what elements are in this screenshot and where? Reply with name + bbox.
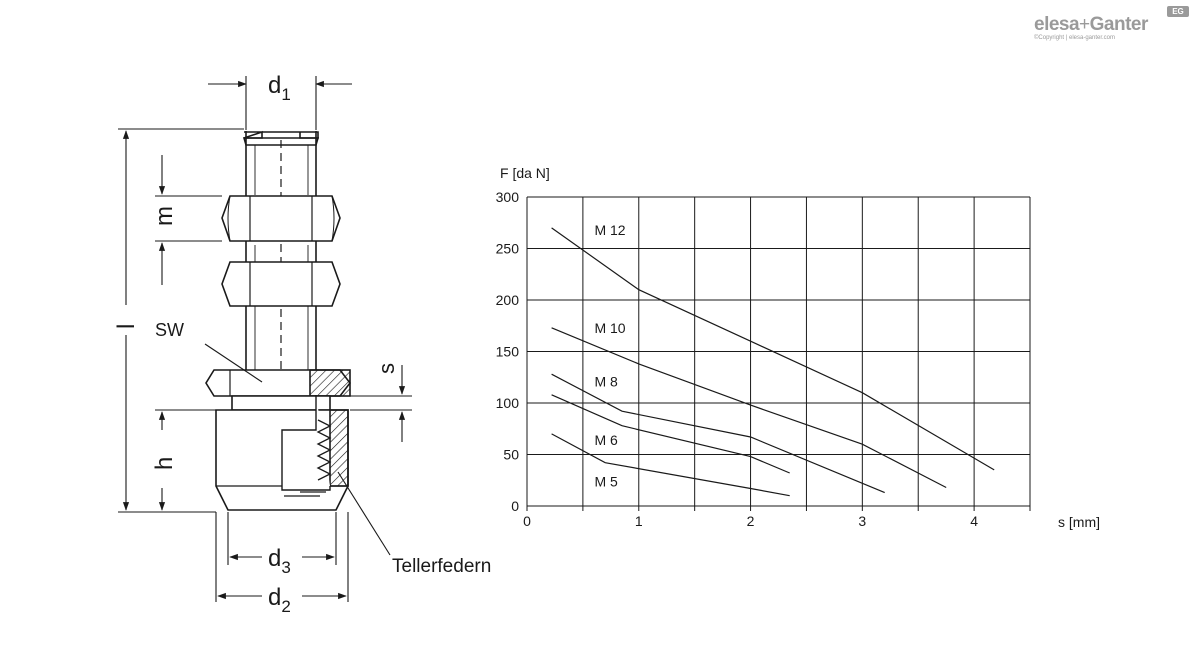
disc-springs xyxy=(316,419,332,481)
series-label-m5: M 5 xyxy=(594,473,618,489)
drawing-labels: d1 l m h s SW d3 d2 Tellerfedern xyxy=(113,72,491,616)
springs-leader-line xyxy=(337,471,391,556)
series-line-m10 xyxy=(551,327,947,489)
logo-copyright: ©Copyright | elesa-ganter.com xyxy=(1034,35,1116,41)
logo-badge: EG xyxy=(1167,6,1189,17)
brand-logo: elesa+Ganter EG ©Copyright | elesa-gante… xyxy=(1028,6,1198,46)
housing xyxy=(215,395,349,511)
series-label-m10: M 10 xyxy=(594,320,625,336)
chart-y-axis-label: F [da N] xyxy=(500,165,550,181)
logo-brand-part2: Ganter xyxy=(1089,14,1149,35)
chart-ticks: 0 1 2 3 4 0 50 100 150 200 250 300 xyxy=(496,189,1031,529)
label-l: l xyxy=(113,324,140,329)
series-label-m6: M 6 xyxy=(594,432,618,448)
label-h: h xyxy=(151,457,178,470)
dim-s xyxy=(350,365,412,442)
x-tick-label: 1 xyxy=(635,513,643,529)
dim-l xyxy=(118,128,244,513)
dim-m xyxy=(155,155,222,285)
label-s: s xyxy=(374,363,399,374)
series-label-m8: M 8 xyxy=(594,373,618,389)
x-tick-label: 2 xyxy=(747,513,755,529)
y-tick-label: 50 xyxy=(503,447,519,463)
label-d1-sub: 1 xyxy=(281,85,290,104)
chart-series: M 12 M 10 M 8 M 6 M 5 xyxy=(551,222,995,497)
label-d1: d1 xyxy=(268,72,291,104)
x-tick-label: 4 xyxy=(970,513,978,529)
y-tick-label: 200 xyxy=(496,292,520,308)
y-tick-label: 0 xyxy=(511,498,519,514)
label-m: m xyxy=(151,206,178,226)
chart-grid xyxy=(526,196,1031,507)
dim-d3 xyxy=(227,512,337,565)
y-tick-label: 100 xyxy=(496,395,520,411)
hex-nut-upper xyxy=(221,195,341,242)
x-tick-label: 3 xyxy=(858,513,866,529)
series-line-m5 xyxy=(551,433,790,497)
hex-nut-lower xyxy=(221,261,341,307)
technical-drawing xyxy=(118,76,412,602)
logo-plus: + xyxy=(1079,14,1090,35)
chart-x-axis-label: s [mm] xyxy=(1058,514,1100,530)
x-tick-label: 0 xyxy=(523,513,531,529)
series-line-m6 xyxy=(551,394,790,474)
y-tick-label: 300 xyxy=(496,189,520,205)
y-tick-label: 150 xyxy=(496,344,520,360)
dim-d2 xyxy=(215,512,349,602)
series-line-m8 xyxy=(551,373,885,494)
label-d2-sub: 2 xyxy=(281,597,290,616)
label-d2: d2 xyxy=(268,584,291,616)
collar-hex xyxy=(205,369,352,411)
dim-h xyxy=(155,409,216,511)
logo-brand-part1: elesa xyxy=(1034,14,1080,35)
label-d3: d3 xyxy=(268,545,291,577)
y-tick-label: 250 xyxy=(496,241,520,257)
series-label-m12: M 12 xyxy=(594,222,625,238)
label-tellerfedern: Tellerfedern xyxy=(392,556,491,577)
logo-wordmark: elesa+Ganter xyxy=(1034,14,1148,36)
sw-leader-line xyxy=(204,343,263,383)
label-sw: SW xyxy=(155,320,184,340)
series-line-m12 xyxy=(551,227,995,471)
label-d3-sub: 3 xyxy=(281,558,290,577)
dim-d1 xyxy=(208,76,352,130)
